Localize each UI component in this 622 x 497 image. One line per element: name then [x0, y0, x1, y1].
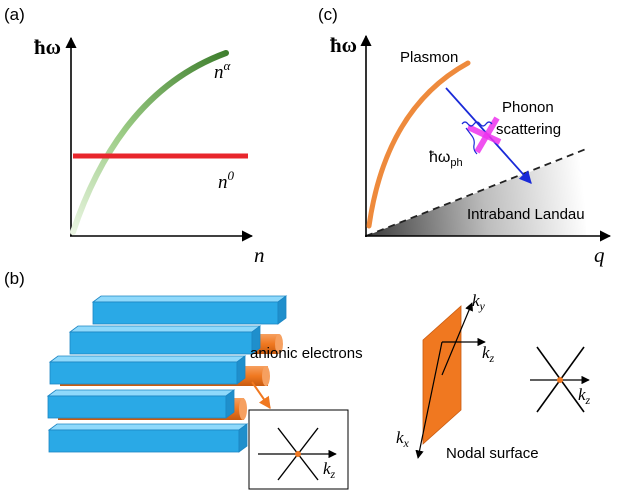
- landau-boundary: [365, 148, 587, 237]
- plasmon-label: Plasmon: [400, 49, 458, 66]
- panel-a: (a) ħω n nα n0: [4, 5, 265, 267]
- phonon-scattering-label: Phonon scattering: [496, 99, 561, 138]
- nodal-surface-diagram: ky kz kx Nodal surface: [396, 291, 539, 462]
- slab-row-3: [48, 355, 270, 386]
- phonon-vertex: [461, 116, 502, 155]
- panel-b: (b): [4, 269, 591, 490]
- panel-a-label: (a): [4, 5, 25, 24]
- panel-c-y-axis-label: ħω: [330, 33, 357, 57]
- crossing-kz-label: kz: [578, 385, 591, 407]
- panel-c-label: (c): [318, 5, 338, 24]
- slab-row-4: [46, 389, 247, 420]
- crossing-node: [557, 377, 563, 383]
- slab-row-5: [47, 423, 249, 453]
- kx-label: kx: [396, 428, 410, 450]
- panel-c-x-axis-label: q: [594, 243, 605, 267]
- n-alpha-curve: [70, 50, 229, 235]
- nodal-surface-label: Nodal surface: [446, 445, 539, 462]
- intraband-landau-label: Intraband Landau: [467, 206, 585, 223]
- kx-axis: [415, 341, 443, 459]
- inset-kz-label: kz: [323, 459, 336, 481]
- panel-c: (c) ħω q Plasmon Phonon scattering ħωph …: [318, 5, 612, 267]
- phonon-wiggle: [461, 121, 493, 155]
- inset-node: [295, 451, 301, 457]
- panel-b-label: (b): [4, 269, 25, 288]
- ky-axis: [441, 302, 473, 376]
- n-alpha-label: nα: [214, 58, 232, 83]
- crystal-structure: [46, 295, 288, 453]
- panel-a-x-axis-label: n: [254, 243, 265, 267]
- n-zero-label: n0: [218, 168, 235, 193]
- phonon-energy-label: ħωph: [429, 149, 463, 169]
- slab-row-2: [68, 325, 283, 355]
- slab-row-1: [91, 295, 288, 325]
- ky-label: ky: [472, 291, 486, 313]
- intraband-landau-region: [366, 150, 586, 236]
- inset-box: kz: [248, 409, 349, 490]
- nodal-crossing: kz: [530, 346, 591, 413]
- anionic-electrons-label: anionic electrons: [250, 345, 363, 362]
- panel-a-y-axis-label: ħω: [34, 35, 61, 59]
- plasmon-curve: [366, 60, 471, 229]
- kz-label: kz: [482, 343, 495, 365]
- zoom-arrow: [251, 381, 271, 409]
